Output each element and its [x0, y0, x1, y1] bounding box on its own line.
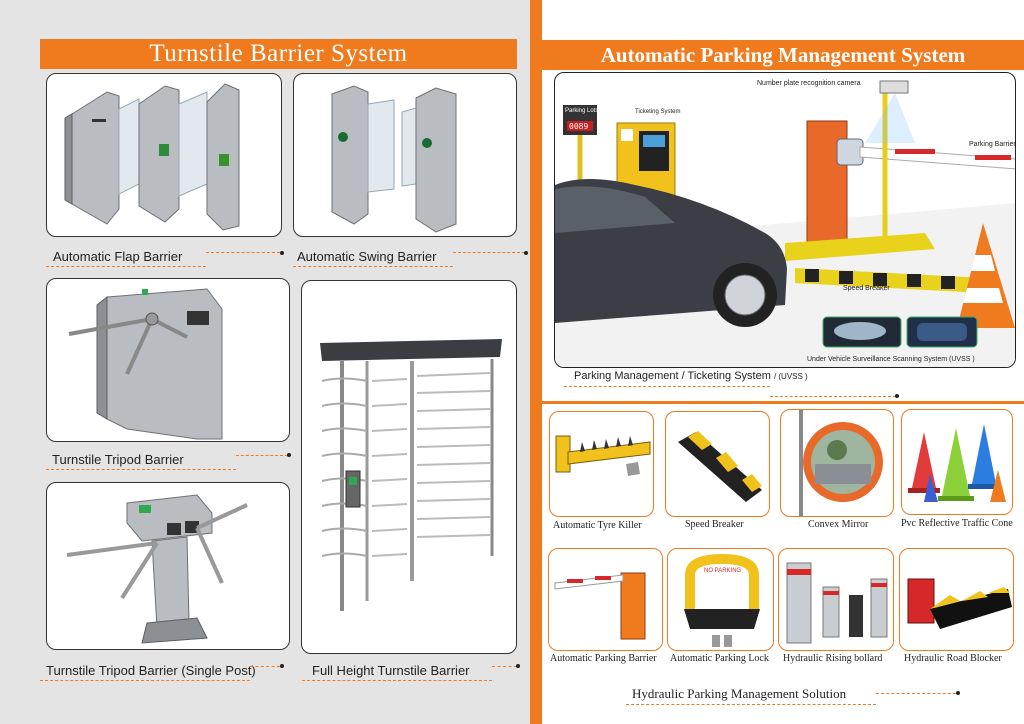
road-blocker-caption: Hydraulic Road Blocker [904, 653, 1002, 664]
caption-divider [236, 455, 288, 456]
full-height-turnstile-caption: Full Height Turnstile Barrier [312, 663, 470, 678]
caption-divider [293, 266, 453, 267]
tripod-single-post-image [46, 482, 290, 650]
lots-count-display: 0089 [569, 122, 589, 131]
parking-scene-caption: Parking Management / Ticketing System / … [574, 370, 808, 382]
ticketing-label: Ticketing System [635, 109, 681, 115]
parking-barrier-caption: Automatic Parking Barrier [550, 653, 657, 664]
bullet-dot [524, 251, 528, 255]
uvss-label: Under Vehicle Surveillance Scanning Syst… [807, 356, 975, 363]
camera-label: Number plate recognition camera [757, 80, 861, 87]
page-divider [530, 0, 542, 724]
caption-divider [46, 266, 206, 267]
tripod-barrier-caption: Turnstile Tripod Barrier [52, 452, 184, 467]
caption-divider [770, 396, 896, 397]
caption-divider [564, 386, 770, 387]
bullet-dot [516, 664, 520, 668]
caption-divider [626, 704, 876, 705]
traffic-cone-caption: Pvc Reflective Traffic Cone [901, 518, 1013, 529]
parking-scene-caption-suffix: / (UVSS ) [773, 372, 808, 381]
bullet-dot [956, 691, 960, 695]
tyre-killer-image [549, 411, 654, 517]
bullet-dot [280, 664, 284, 668]
caption-divider [46, 469, 236, 470]
parking-lock-image: NO PARKING [667, 548, 774, 651]
full-height-turnstile-image [301, 280, 517, 654]
parking-lots-label: Parking Lots [565, 108, 599, 114]
section-divider [542, 401, 1024, 404]
bullet-dot [287, 453, 291, 457]
left-page: Turnstile Barrier System Automatic Flap … [0, 0, 530, 724]
parking-scene-image: Number plate recognition camera Ticketin… [554, 72, 1016, 368]
rising-bollard-image [778, 548, 894, 651]
swing-barrier-image [293, 73, 517, 237]
rising-bollard-caption: Hydraulic Rising bollard [783, 653, 883, 664]
convex-mirror-image [780, 409, 894, 517]
caption-divider [876, 693, 956, 694]
tyre-killer-caption: Automatic Tyre Killer [553, 520, 642, 531]
traffic-cone-image [901, 409, 1013, 515]
caption-divider [250, 666, 280, 667]
parking-scene-caption-main: Parking Management / Ticketing System [574, 370, 771, 382]
tripod-single-post-caption: Turnstile Tripod Barrier (Single Post) [46, 663, 256, 678]
caption-divider [40, 680, 250, 681]
swing-barrier-caption: Automatic Swing Barrier [297, 249, 437, 264]
speed-breaker-caption: Speed Breaker [685, 519, 744, 530]
caption-divider [302, 680, 492, 681]
bullet-dot [280, 251, 284, 255]
turnstile-banner-title: Turnstile Barrier System [40, 39, 517, 69]
flap-barrier-image [46, 73, 282, 237]
caption-divider [453, 252, 525, 253]
parking-banner-title: Automatic Parking Management System [542, 40, 1024, 70]
tripod-barrier-image [46, 278, 290, 442]
parking-barrier-label: Parking Barrier [969, 141, 1016, 148]
parking-lock-caption: Automatic Parking Lock [670, 653, 769, 664]
flap-barrier-caption: Automatic Flap Barrier [53, 249, 183, 264]
parking-lock-text: NO PARKING [704, 568, 742, 574]
right-page: Automatic Parking Management System [542, 0, 1024, 724]
road-blocker-image [899, 548, 1014, 651]
bullet-dot [895, 394, 899, 398]
convex-mirror-caption: Convex Mirror [808, 519, 869, 530]
hydraulic-solution-caption: Hydraulic Parking Management Solution [632, 686, 847, 701]
caption-divider [206, 252, 280, 253]
parking-barrier-image [548, 548, 663, 651]
speed-breaker-label: Speed Breaker [843, 285, 890, 292]
speed-breaker-image [665, 411, 770, 517]
caption-divider [492, 666, 517, 667]
